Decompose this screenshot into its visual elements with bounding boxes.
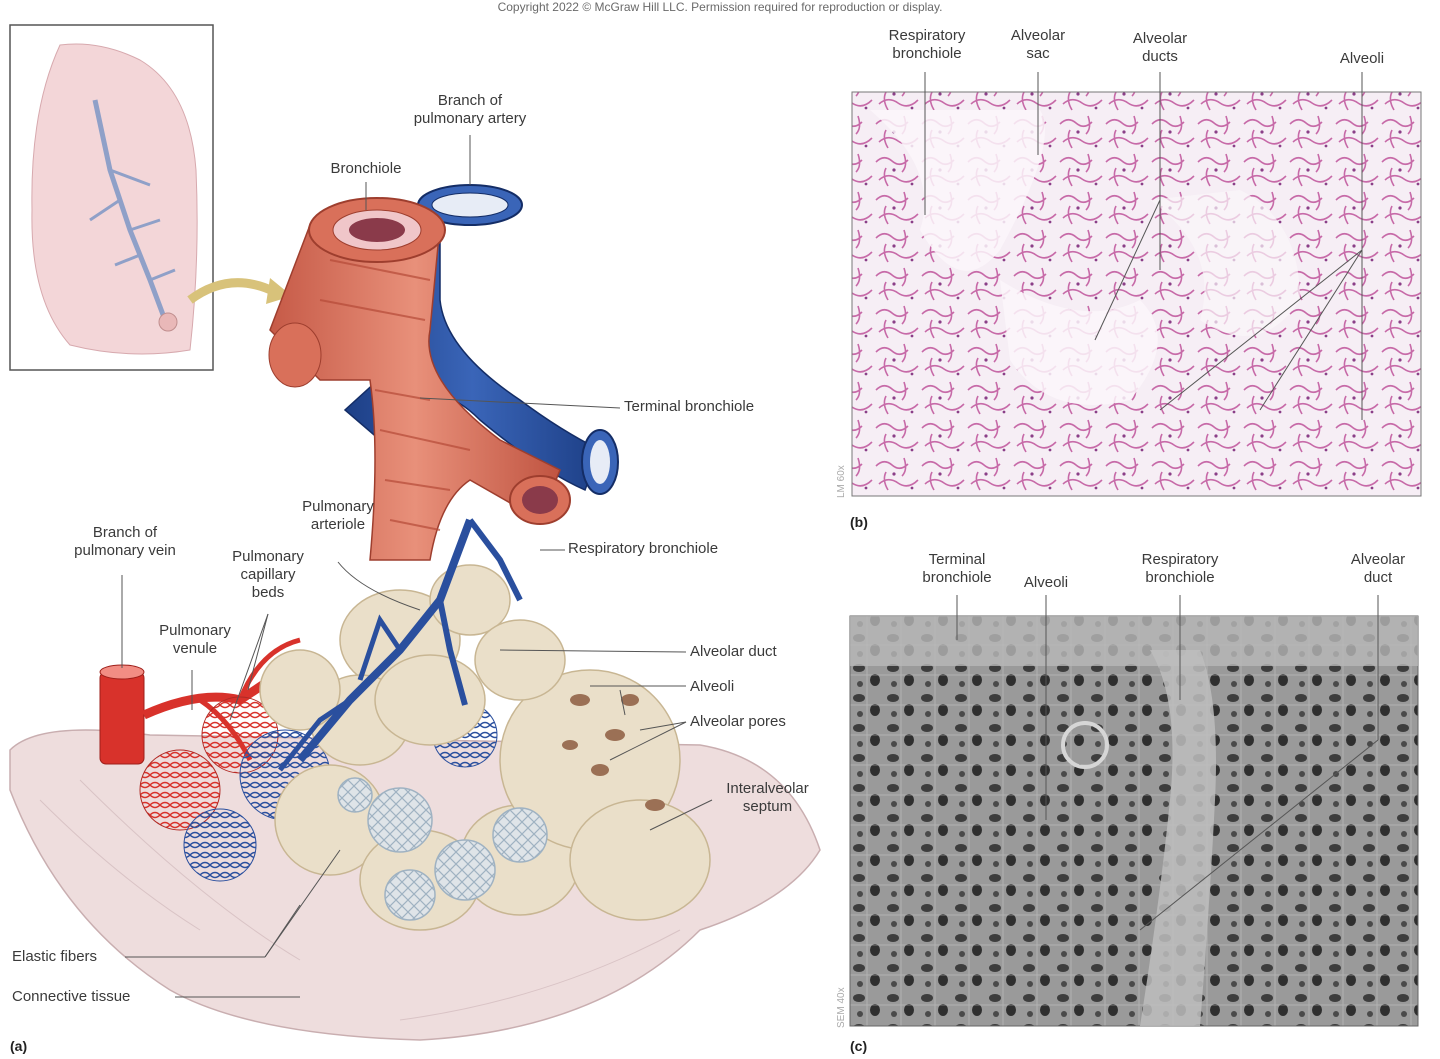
inset-arrow xyxy=(187,278,277,304)
elastic-fiber-alveoli xyxy=(337,777,548,921)
panel-c-leader-lines xyxy=(956,595,1379,931)
label-alveolar-pores: Alveolar pores xyxy=(690,713,786,730)
panel-c-letter: (c) xyxy=(850,1038,868,1054)
bronchiole-tube xyxy=(268,197,571,561)
panel-a-letter: (a) xyxy=(10,1038,28,1054)
histology-micrograph xyxy=(851,91,1422,497)
panel-b-scale: LM 60x xyxy=(836,465,847,498)
label-c-terminal-bronchiole: Terminal bronchiole xyxy=(922,551,992,586)
label-b-respiratory-bronchiole: Respiratory bronchiole xyxy=(888,27,966,62)
label-connective-tissue: Connective tissue xyxy=(12,988,131,1005)
panel-a-leader-lines xyxy=(121,135,713,998)
label-bronchiole: Bronchiole xyxy=(330,160,402,177)
label-branch-pulmonary-vein: Branch of pulmonary vein xyxy=(74,524,176,559)
label-alveoli: Alveoli xyxy=(690,678,735,695)
label-pulmonary-venule: Pulmonary venule xyxy=(159,622,231,657)
label-alveolar-duct: Alveolar duct xyxy=(690,643,777,660)
label-b-alveoli: Alveoli xyxy=(1339,50,1385,67)
panel-b-leader-lines xyxy=(924,72,1363,420)
label-c-alveolar-duct: Alveolar duct xyxy=(1350,551,1406,586)
alveolar-pores xyxy=(562,694,665,811)
copyright-notice: Copyright 2022 © McGraw Hill LLC. Permis… xyxy=(497,0,943,14)
pulmonary-arterioles xyxy=(278,518,523,772)
lung-inset xyxy=(9,24,214,371)
label-terminal-bronchiole: Terminal bronchiole xyxy=(624,398,755,415)
label-branch-pulmonary-artery: Branch of pulmonary artery xyxy=(413,92,527,127)
label-elastic-fibers: Elastic fibers xyxy=(12,948,98,965)
label-c-respiratory-bronchiole: Respiratory bronchiole xyxy=(1141,551,1219,586)
label-pulmonary-capillary-beds: Pulmonary capillary beds xyxy=(232,548,304,601)
label-respiratory-bronchiole: Respiratory bronchiole xyxy=(568,540,719,557)
label-pulmonary-arteriole: Pulmonary arteriole xyxy=(302,498,374,533)
label-c-alveoli: Alveoli xyxy=(1023,574,1069,591)
panel-c-scale: SEM 40x xyxy=(836,987,847,1028)
label-b-alveolar-ducts: Alveolar ducts xyxy=(1132,30,1188,65)
label-b-alveolar-sac: Alveolar sac xyxy=(1010,27,1066,62)
sem-micrograph xyxy=(849,615,1419,1027)
panel-b-letter: (b) xyxy=(850,514,868,530)
label-interalveolar-septum: Interalveolar septum xyxy=(726,780,809,815)
